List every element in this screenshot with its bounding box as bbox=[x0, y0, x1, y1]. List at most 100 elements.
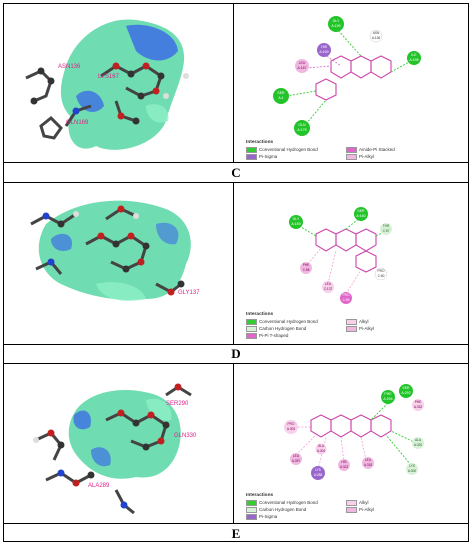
residue-num: C:57 bbox=[383, 229, 390, 233]
residue-name: GLY bbox=[333, 19, 340, 23]
residue-num: A:332 bbox=[414, 405, 423, 409]
residue-num: A:303 bbox=[287, 427, 296, 431]
residue-name: PHE bbox=[415, 400, 422, 404]
panel-label-d: D bbox=[231, 346, 241, 361]
legend-swatch bbox=[346, 154, 357, 160]
surface-label: ALA289 bbox=[88, 483, 110, 489]
residue-num: A:169 bbox=[319, 50, 328, 54]
residue-name: SER bbox=[402, 386, 410, 390]
legend-e: Interactions Conventional Hydrogen Bond … bbox=[246, 493, 456, 521]
residue-name: GLY bbox=[293, 217, 300, 221]
residue-name: THR bbox=[383, 224, 390, 228]
legend-swatch bbox=[346, 319, 357, 325]
legend-item: Amide-Pi Stacked bbox=[346, 147, 395, 153]
column-divider bbox=[233, 363, 234, 523]
legend-swatch bbox=[246, 333, 257, 339]
legend-swatch bbox=[246, 319, 257, 325]
panel-label-c: C bbox=[231, 165, 241, 180]
surface-label: GLY137 bbox=[178, 290, 200, 296]
docking-surface-e: SER290 GLN330 ALA289 bbox=[33, 383, 197, 515]
legend-c: Interactions Conventional Hydrogen Bond … bbox=[246, 140, 456, 160]
residue-num: C:59 bbox=[343, 298, 350, 302]
residue-name: PRO bbox=[343, 293, 350, 297]
residue-name: GLU bbox=[318, 444, 325, 448]
legend-title: Interactions bbox=[246, 312, 274, 317]
residue-name: LEU bbox=[325, 282, 332, 286]
residue-num: A:198 bbox=[409, 58, 418, 62]
legend-item: Pi-Sigma bbox=[246, 154, 277, 160]
residue-num: A:288 bbox=[314, 473, 323, 477]
residue-num: A:323 bbox=[340, 465, 349, 469]
interaction-diagram-c: GLY A:199 HIS A:169 LEU A:167 ILE A:198 … bbox=[273, 16, 421, 136]
residue-name: LYS bbox=[409, 464, 415, 468]
legend-title: Interactions bbox=[246, 140, 274, 145]
residue-name: PHE bbox=[384, 392, 392, 396]
legend-item: Pi-Alkyl bbox=[346, 326, 374, 332]
residue-num: A:304 bbox=[317, 449, 326, 453]
legend-item: Pi-Sigma bbox=[246, 514, 277, 520]
legend-swatch bbox=[346, 147, 357, 153]
residue-num: A:287 bbox=[292, 459, 301, 463]
residue-name: ASN bbox=[373, 31, 380, 35]
legend-item: Alkyl bbox=[346, 319, 369, 325]
legend-swatch bbox=[346, 326, 357, 332]
residue-name: LEU bbox=[293, 454, 300, 458]
legend-item: Pi-Alkyl bbox=[346, 507, 374, 513]
legend-swatch bbox=[346, 500, 357, 506]
surface-label: GLN169 bbox=[66, 120, 89, 126]
row-divider bbox=[3, 523, 469, 524]
legend-swatch bbox=[246, 507, 257, 513]
residue-num: A:318 bbox=[364, 463, 373, 467]
residue-name: ALA bbox=[415, 438, 422, 442]
legend-item: Pi-Pi T-shaped bbox=[246, 333, 288, 339]
residue-num: A:320 bbox=[414, 443, 423, 447]
legend-title: Interactions bbox=[246, 493, 274, 498]
row-divider bbox=[3, 182, 469, 183]
residue-name: LEU bbox=[365, 458, 372, 462]
residue-name: PRO bbox=[378, 269, 385, 273]
surface-label: LYS167 bbox=[98, 74, 120, 80]
residue-num: A:175 bbox=[297, 128, 306, 132]
legend-swatch bbox=[346, 507, 357, 513]
residue-name: GLN bbox=[298, 123, 306, 127]
surface-label: GLN330 bbox=[174, 433, 197, 439]
column-divider bbox=[233, 182, 234, 344]
residue-num: A:136 bbox=[372, 36, 381, 40]
legend-item: Carbon Hydrogen Bond bbox=[246, 326, 306, 332]
interaction-diagram-d: GLY A:159 SER A:160 THR C:57 PHE C:58 LE… bbox=[289, 207, 392, 304]
residue-name: ILE bbox=[411, 53, 417, 57]
surface-label: SER290 bbox=[166, 401, 189, 407]
residue-name: PHE bbox=[303, 263, 310, 267]
interaction-diagram-e: PHE A:294 PRO A:303 PHE A:332 LEU A:287 … bbox=[284, 384, 424, 480]
legend-swatch bbox=[246, 500, 257, 506]
residue-name: LEU bbox=[299, 61, 306, 65]
residue-num: A:160 bbox=[356, 214, 365, 218]
legend-swatch bbox=[246, 154, 257, 160]
legend-item: Pi-Alkyl bbox=[346, 154, 374, 160]
legend-item: Alkyl bbox=[346, 500, 369, 506]
docking-surface-d: GLY137 bbox=[30, 200, 200, 301]
residue-num: A:300 bbox=[408, 469, 417, 473]
legend-swatch bbox=[246, 514, 257, 520]
column-divider bbox=[233, 3, 234, 162]
residue-num: A:167 bbox=[297, 66, 306, 70]
row-divider bbox=[3, 162, 469, 163]
residue-num: C:58 bbox=[303, 268, 310, 272]
residue-num: C:137 bbox=[324, 287, 333, 291]
legend-item: Conventional Hydrogen Bond bbox=[246, 500, 318, 506]
legend-item: Conventional Hydrogen Bond bbox=[246, 319, 318, 325]
residue-num: A:294 bbox=[383, 397, 392, 401]
residue-num: A:199 bbox=[331, 24, 340, 28]
residue-num: A:1 bbox=[278, 96, 283, 100]
residue-num: C:60 bbox=[378, 274, 385, 278]
docking-surface-c: ASN136 LYS167 GLN169 bbox=[25, 19, 189, 150]
panel-label-e: E bbox=[231, 526, 241, 541]
legend-swatch bbox=[246, 147, 257, 153]
residue-name: HIS bbox=[321, 45, 328, 49]
residue-name: SER bbox=[357, 209, 365, 213]
surface-label: ASN136 bbox=[58, 64, 81, 70]
legend-swatch bbox=[246, 326, 257, 332]
legend-d: Interactions Conventional Hydrogen Bond … bbox=[246, 312, 456, 340]
residue-name: LYS bbox=[315, 468, 321, 472]
figure-frame bbox=[3, 3, 469, 542]
